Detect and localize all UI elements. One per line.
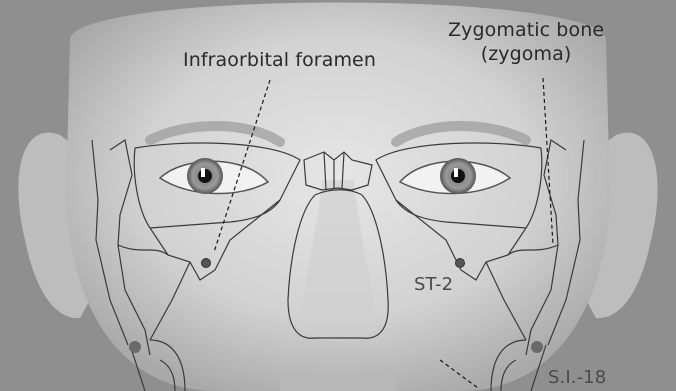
zygomatic-bone-label-line2: (zygoma) bbox=[448, 42, 604, 66]
infraorbital-foramen-point-left bbox=[202, 259, 211, 268]
si18-point-right bbox=[531, 341, 543, 353]
st2-label: ST-2 bbox=[414, 273, 453, 297]
zygomatic-bone-label-line1: Zygomatic bone bbox=[448, 18, 604, 42]
infraorbital-foramen-label: Infraorbital foramen bbox=[183, 48, 376, 72]
st2-point bbox=[456, 259, 465, 268]
si18-label: S.I.-18 bbox=[548, 366, 606, 390]
si18-point-left bbox=[129, 341, 141, 353]
zygomatic-bone-label: Zygomatic bone (zygoma) bbox=[448, 18, 604, 66]
